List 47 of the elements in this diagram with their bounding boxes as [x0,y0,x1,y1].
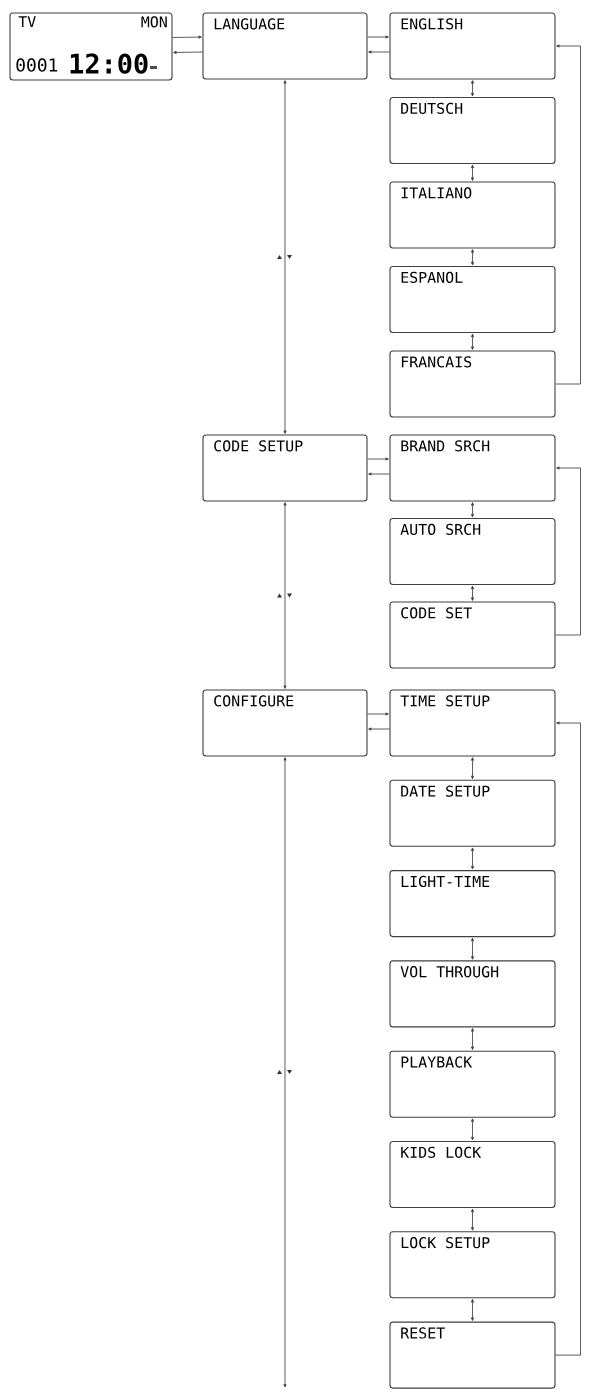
menu-screen: TIME SETUP [389,689,556,757]
arrow [367,457,389,461]
arrow [471,1208,474,1231]
arrow [471,585,474,601]
menu-screen: KIDS LOCK [389,1140,556,1209]
arrow [471,847,474,870]
menu-screen: CODE SETUP [202,434,368,502]
arrow [471,80,474,97]
menu-screen: LANGUAGE [202,12,368,80]
menu-screen: CODE SET [389,601,556,669]
lcd-screen: TV MON 0001 12:00 [9,12,173,81]
arrow [368,50,390,54]
arrow [173,50,203,54]
arrow [471,502,474,518]
arrow [471,937,474,960]
menu-screen: ITALIANO [389,181,556,249]
arrow [283,80,287,434]
arrow [471,1118,474,1141]
return-arrow [555,721,581,1356]
menu-screen: LOCK SETUP [389,1231,556,1299]
menu-screen: FRANCAIS [389,350,556,418]
arrow [471,164,474,181]
menu-screen: DATE SETUP [389,779,556,847]
menu-screen: LIGHT-TIME [389,870,556,938]
arrow [368,472,390,476]
return-arrow [555,44,581,385]
arrow [368,727,390,731]
arrow [471,757,474,780]
menu-screen: ESPANOL [389,265,556,334]
arrow [367,712,389,716]
menu-screen: ENGLISH [389,12,556,80]
menu-screen: VOL THROUGH [389,960,556,1028]
arrow [283,502,287,689]
menu-screen: DEUTSCH [389,96,556,165]
arrow [367,35,389,39]
arrow [471,333,474,350]
menu-screen: CONFIGURE [202,689,368,757]
arrow [283,757,287,1388]
return-arrow [555,466,581,636]
arrow [471,249,474,266]
menu-screen: PLAYBACK [389,1050,556,1118]
menu-screen: AUTO SRCH [389,517,556,586]
menu-screen: BRAND SRCH [389,434,556,502]
arrow [172,35,202,39]
menu-screen: RESET [389,1321,556,1389]
arrow [471,1299,474,1321]
arrow [471,1028,474,1050]
